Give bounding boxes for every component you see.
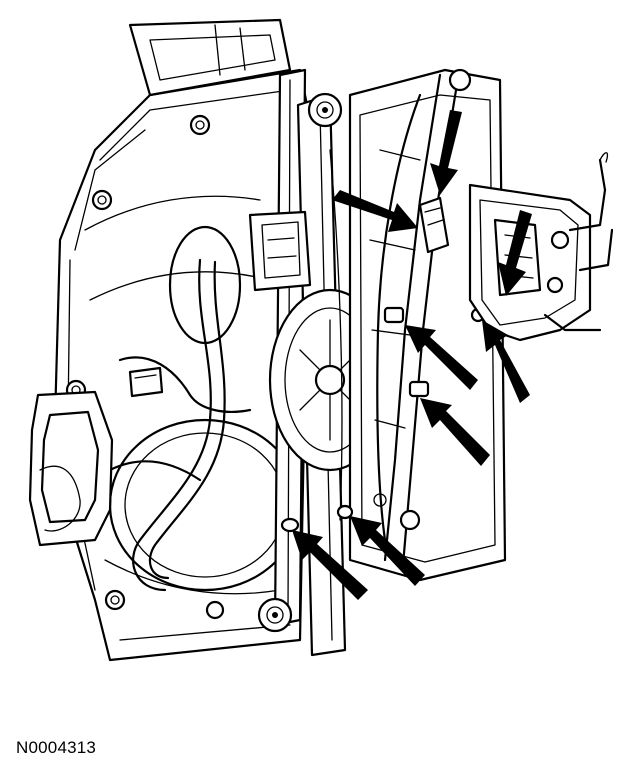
harness-grommet	[28, 390, 114, 547]
figure-id-label: N0004313	[16, 738, 97, 757]
door-module-diagram	[28, 18, 614, 662]
window-guide-panel	[348, 68, 507, 582]
arrow-top-down	[430, 110, 462, 195]
arrow-bottom-right	[350, 516, 425, 586]
wiring-harness	[108, 258, 252, 592]
arrow-latch-down	[498, 210, 532, 296]
arrow-mid-right	[405, 325, 478, 390]
arrow-upper-left	[332, 190, 418, 232]
arrow-latch-lower-right	[482, 320, 530, 403]
linkage-rods	[329, 93, 422, 542]
arrow-bottom-left	[292, 530, 368, 600]
arrow-lower-mid	[420, 398, 490, 466]
door-latch-assembly	[468, 152, 614, 342]
door-inner-panel	[53, 18, 312, 662]
pointer-arrows	[292, 110, 532, 600]
